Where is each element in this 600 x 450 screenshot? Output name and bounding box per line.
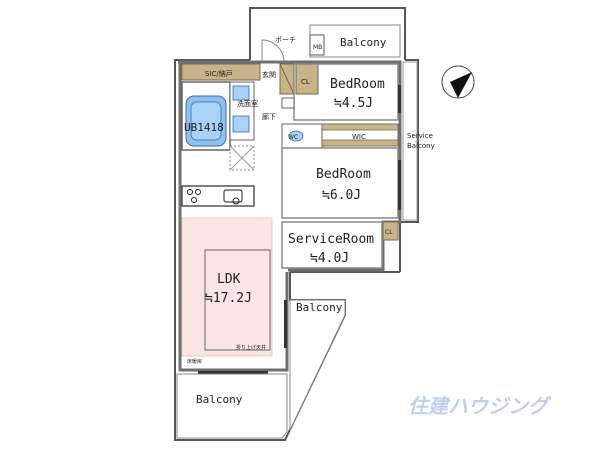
wic-label: WIC bbox=[352, 133, 366, 141]
ceiling-note: 折り上げ天井 bbox=[236, 344, 266, 351]
cl-label-2: CL bbox=[385, 229, 393, 236]
mb-box bbox=[309, 34, 325, 56]
ldk-name: LDK bbox=[217, 272, 241, 287]
bedroom1-name: BedRoom bbox=[330, 77, 385, 92]
watermark-logo: 住建ハウジング bbox=[408, 394, 552, 418]
balcony-top-area bbox=[309, 24, 401, 58]
bedroom1-size: ≒4.5J bbox=[334, 96, 373, 111]
service-balcony-label-2: Balcony bbox=[407, 142, 435, 150]
senmen-label: 洗面室 bbox=[237, 99, 258, 108]
ldk-size: ≒17.2J bbox=[205, 291, 252, 306]
wic-shelf-top bbox=[321, 123, 399, 131]
window-ldk-side bbox=[284, 300, 287, 348]
window-bedroom2 bbox=[398, 160, 401, 210]
stove-icon bbox=[187, 189, 201, 203]
wc-label: WC bbox=[288, 134, 298, 141]
window-bedroom1 bbox=[398, 85, 401, 113]
roka-label: 廊下 bbox=[262, 112, 276, 121]
kitchen-counter bbox=[181, 185, 255, 207]
mb-label: MB bbox=[313, 44, 322, 51]
floor-heat-note: 床暖房 bbox=[187, 358, 202, 365]
balcony-top-label: Balcony bbox=[340, 36, 387, 49]
balcony-mid-area bbox=[289, 299, 346, 431]
service-balcony-label-1: Service bbox=[407, 132, 433, 140]
service-room-name: ServiceRoom bbox=[288, 232, 374, 247]
service-room-area bbox=[281, 221, 383, 269]
sic-label: SIC/納戸 bbox=[205, 69, 233, 78]
bathtub-inner bbox=[190, 101, 222, 141]
toilet-icon bbox=[288, 130, 304, 142]
hallway-pillar bbox=[281, 97, 295, 109]
service-room-size: ≒4.0J bbox=[310, 251, 349, 266]
bedroom2-name: BedRoom bbox=[316, 167, 371, 182]
balcony-mid-label: Balcony bbox=[296, 301, 343, 314]
washbasin-icon bbox=[232, 85, 250, 101]
ub-label: UB1418 bbox=[184, 121, 224, 134]
ldk-ceiling-outline bbox=[204, 249, 271, 351]
entrance-door bbox=[261, 39, 285, 63]
faucet-icon bbox=[232, 197, 240, 205]
window-ldk-bottom bbox=[198, 371, 268, 374]
cl-label-1: CL bbox=[301, 78, 310, 86]
balcony-bottom-area bbox=[176, 373, 288, 439]
sic-storage bbox=[181, 63, 261, 81]
service-balcony-area bbox=[402, 61, 418, 221]
washing-machine-icon bbox=[232, 115, 250, 133]
bedroom2-area bbox=[281, 147, 399, 219]
wic-shelf-bottom bbox=[321, 139, 399, 147]
bedroom2-size: ≒6.0J bbox=[322, 188, 361, 203]
porch-label: ポーチ bbox=[275, 36, 296, 44]
north-arrow-icon bbox=[441, 65, 475, 99]
genkan-label: 玄関 bbox=[262, 70, 276, 79]
balcony-bottom-label: Balcony bbox=[196, 393, 243, 406]
floor-heating-area bbox=[181, 217, 273, 357]
service-closet bbox=[382, 221, 399, 241]
